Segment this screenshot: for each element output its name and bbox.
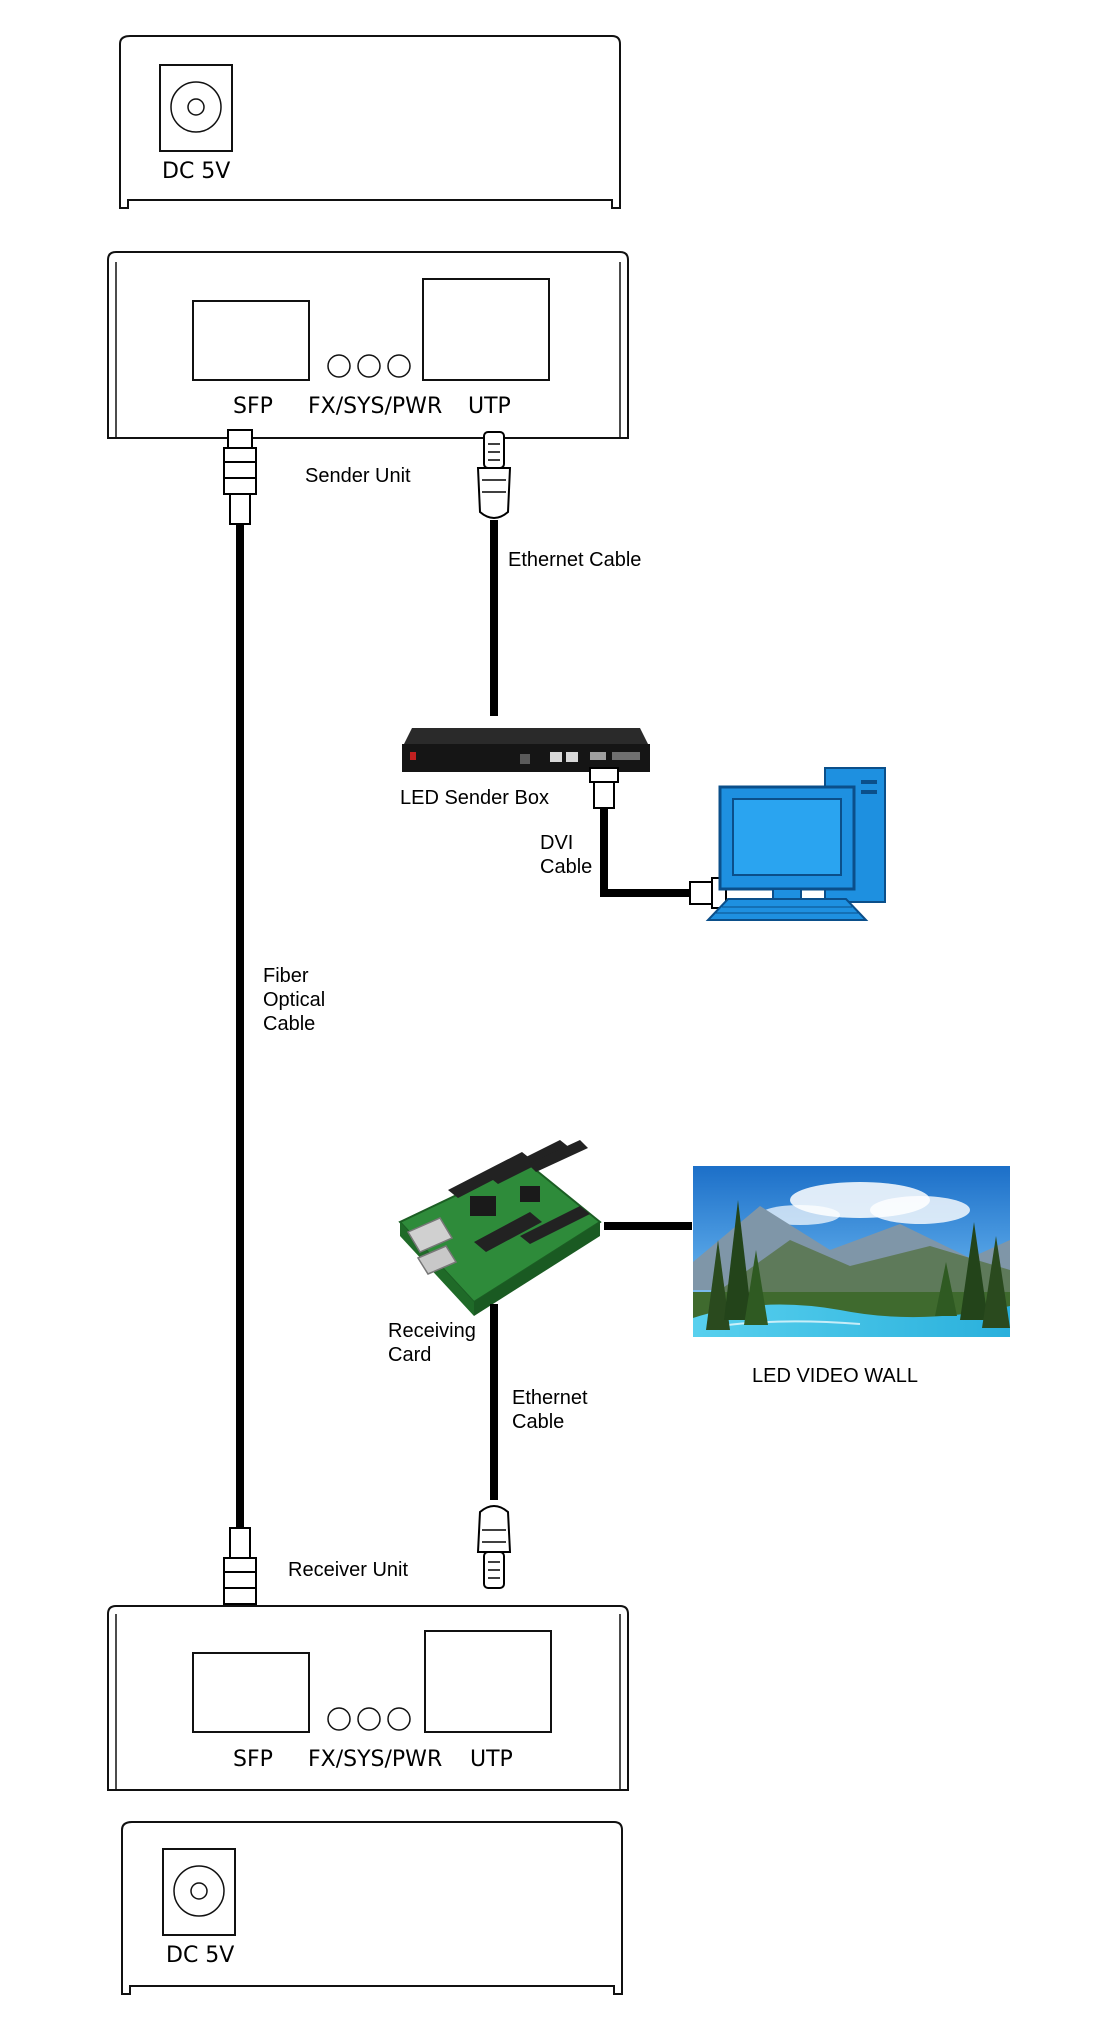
sender-ethernet-label: Ethernet Cable (508, 549, 641, 571)
bottom-power-supply: DC 5V (121, 1821, 623, 1995)
receiver-fx-led (327, 1707, 351, 1731)
receiver-ethernet-cable (476, 1304, 512, 1589)
led-video-wall-label: LED VIDEO WALL (752, 1365, 918, 1387)
receiver-pwr-led (387, 1707, 411, 1731)
fiber-optical-cable (223, 429, 257, 1627)
desktop-computer-icon (705, 767, 886, 921)
receiving-card-line1: Receiving (388, 1320, 476, 1342)
fiber-label-line3: Cable (263, 1013, 315, 1035)
dvi-label-line2: Cable (540, 856, 592, 878)
receiver-led-label: FX/SYS/PWR (308, 1747, 442, 1772)
receiver-utp-label: UTP (470, 1747, 513, 1772)
sender-ethernet-cable (476, 431, 512, 716)
dvi-cable (589, 767, 727, 909)
receiving-card-icon (398, 1140, 602, 1316)
receiver-unit: SFP FX/SYS/PWR UTP (107, 1605, 629, 1791)
receiving-card-line2: Card (388, 1344, 431, 1366)
sender-sys-led (357, 354, 381, 378)
sender-utp-port (422, 278, 550, 381)
dc-jack-icon (159, 64, 233, 152)
receiver-sfp-label: SFP (233, 1747, 273, 1772)
sender-fx-led (327, 354, 351, 378)
sender-led-label: FX/SYS/PWR (308, 394, 442, 419)
sender-pwr-led (387, 354, 411, 378)
receiver-ethernet-line1: Ethernet (512, 1387, 588, 1409)
fiber-connector-top-icon (223, 429, 257, 525)
dvi-connector-top-icon (589, 767, 619, 809)
receiver-ethernet-line2: Cable (512, 1411, 564, 1433)
top-power-supply: DC 5V (119, 35, 621, 209)
receiver-utp-port (424, 1630, 552, 1733)
receiver-sfp-port (192, 1652, 310, 1733)
fiber-label-line1: Fiber (263, 965, 309, 987)
sender-sfp-label: SFP (233, 394, 273, 419)
sender-unit-caption: Sender Unit (305, 465, 411, 487)
led-sender-box-icon (402, 728, 650, 772)
dvi-label-line1: DVI (540, 832, 573, 854)
receiver-sys-led (357, 1707, 381, 1731)
sender-unit: SFP FX/SYS/PWR UTP (107, 251, 629, 439)
rj45-plug-top-icon (476, 431, 512, 519)
led-video-wall-image (693, 1166, 1010, 1337)
top-dc-label: DC 5V (162, 159, 230, 184)
bottom-dc-label: DC 5V (166, 1943, 234, 1968)
rj45-plug-bottom-icon (476, 1505, 512, 1589)
receiver-unit-caption: Receiver Unit (288, 1559, 408, 1581)
sender-sfp-port (192, 300, 310, 381)
led-sender-box-label: LED Sender Box (400, 787, 549, 809)
dc-jack-bottom-icon (162, 1848, 236, 1936)
sender-utp-label: UTP (468, 394, 511, 419)
fiber-label-line2: Optical (263, 989, 325, 1011)
